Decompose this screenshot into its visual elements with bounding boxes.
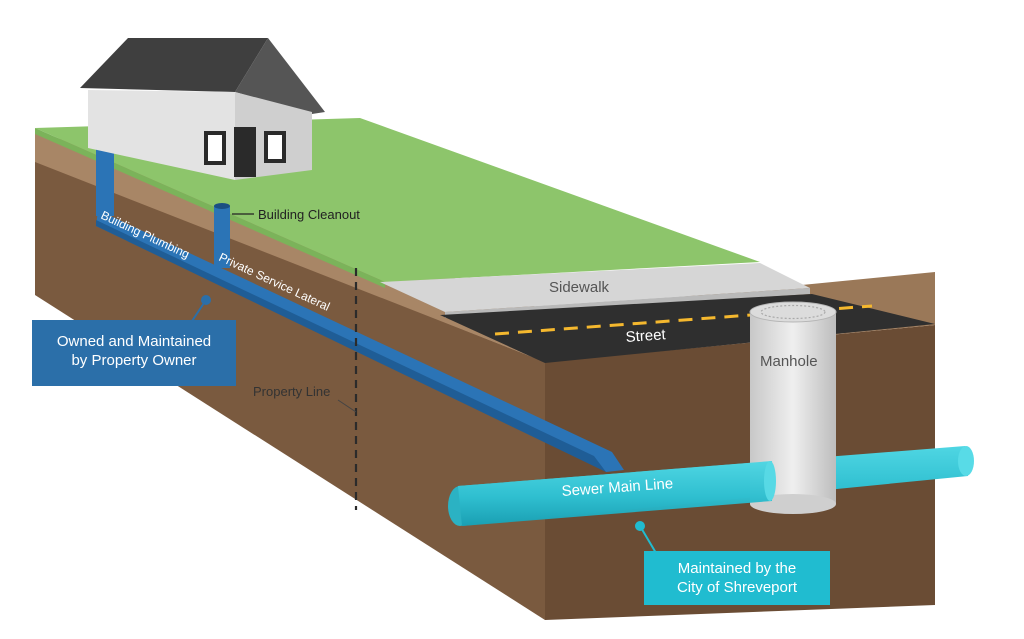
- private-service-lateral-pipe: [96, 210, 624, 472]
- street-center-stripe: [494, 304, 873, 336]
- lateral-pipe-shade: [96, 220, 606, 472]
- house-window-left: [204, 131, 226, 165]
- city-info-box: Maintained by the City of Shreveport: [644, 551, 830, 605]
- house-wall-front: [88, 90, 235, 180]
- cleanout-cap: [214, 203, 230, 209]
- owner-box-line1: Owned and Maintained: [56, 333, 212, 350]
- soil-front-face: [35, 160, 545, 620]
- owner-info-box: Owned and Maintained by Property Owner: [32, 320, 236, 386]
- sewer-main-front-segment: [458, 461, 772, 526]
- property-line-leader: [337, 399, 357, 413]
- owner-box-line2: by Property Owner: [71, 352, 197, 369]
- city-box-line2: City of Shreveport: [676, 579, 798, 596]
- grass-edge: [35, 128, 385, 288]
- house-door: [234, 127, 256, 177]
- house-window-right: [264, 131, 286, 163]
- owner-leader-dot: [201, 295, 211, 305]
- building-drain-pipe: [96, 148, 114, 216]
- property-line-label: Property Line: [253, 384, 330, 399]
- house-roof-left: [80, 38, 268, 92]
- city-box-line1: Maintained by the: [677, 560, 797, 577]
- sewer-main-joint: [764, 461, 776, 501]
- city-leader-dot: [635, 521, 645, 531]
- manhole-label: Manhole: [760, 353, 818, 370]
- manhole-lid-grate: [760, 304, 826, 320]
- building-cleanout-label: Building Cleanout: [258, 207, 360, 222]
- street-label: Street: [625, 326, 667, 346]
- sidewalk-label: Sidewalk: [549, 279, 610, 296]
- house-roof-right: [235, 38, 325, 114]
- city-leader: [639, 525, 657, 554]
- cleanout-riser: [214, 206, 230, 268]
- sewer-main-right-end: [958, 446, 974, 476]
- sidewalk: [380, 263, 810, 312]
